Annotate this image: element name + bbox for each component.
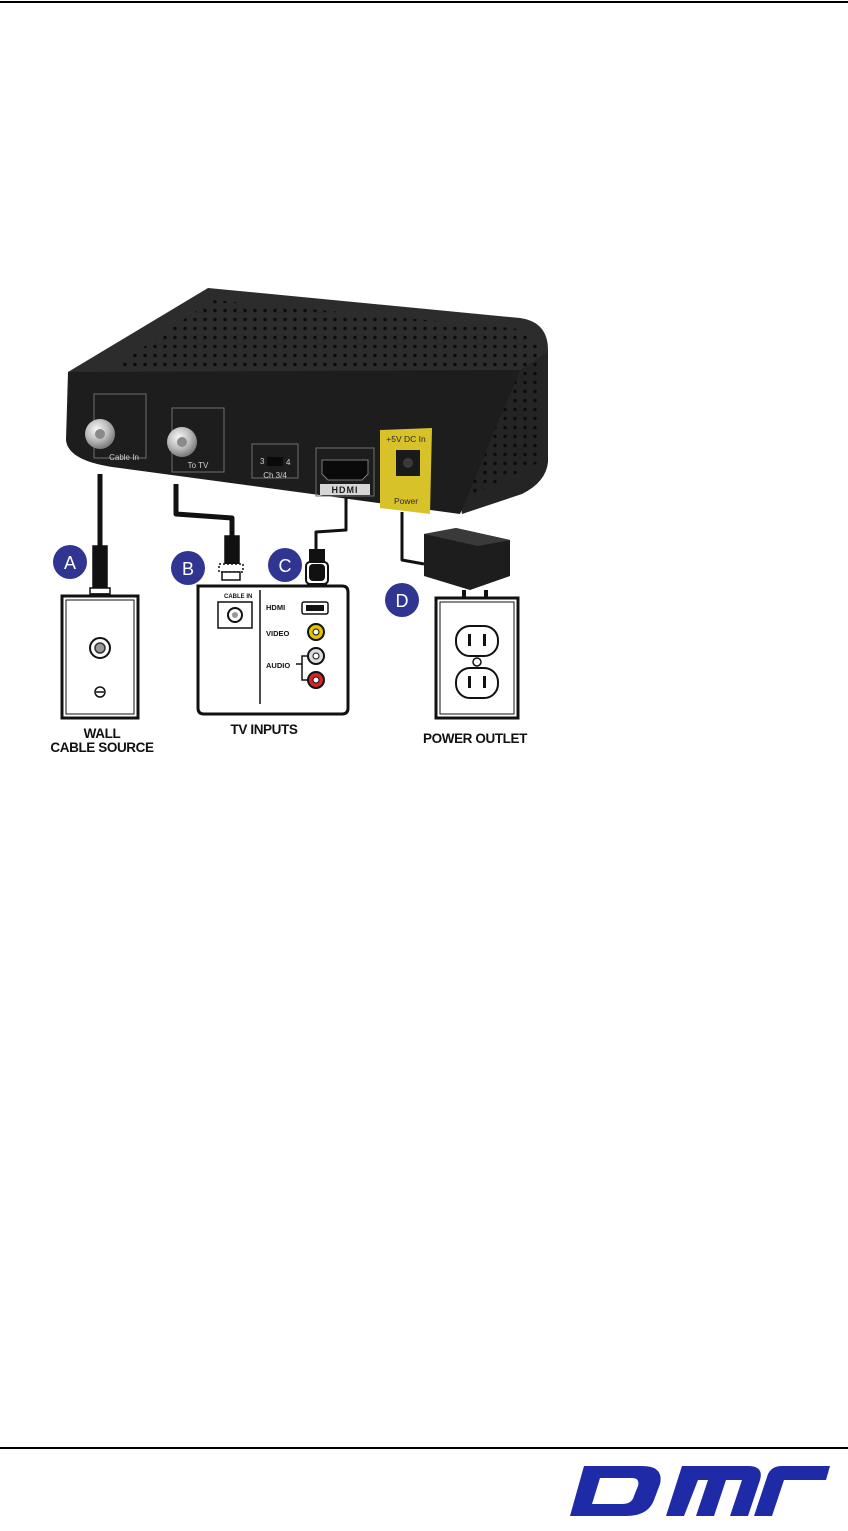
callout-d-label: D — [396, 591, 409, 611]
tv-video-label: VIDEO — [266, 629, 290, 638]
callout-c-label: C — [279, 556, 292, 576]
cable-b — [176, 484, 232, 536]
callout-c: C — [268, 548, 302, 582]
power-panel: +5V DC In Power — [380, 428, 432, 514]
callout-a-label: A — [64, 553, 76, 573]
to-tv-label: To TV — [188, 461, 209, 470]
cable-d — [402, 512, 424, 564]
switch-right-label: 4 — [286, 458, 291, 467]
channel-switch-label: Ch 3/4 — [263, 471, 287, 480]
callout-a: A — [53, 545, 87, 579]
cable-c — [316, 498, 346, 550]
callout-b: B — [171, 551, 205, 585]
switch-left-label: 3 — [260, 457, 265, 466]
tv-audio-label: AUDIO — [266, 661, 290, 670]
wall-label-line2: CABLE SOURCE — [50, 740, 154, 755]
wall-label-line1: WALL — [84, 726, 121, 741]
callout-d: D — [385, 583, 419, 617]
power-adapter — [424, 528, 510, 602]
cable-in-label: Cable In — [109, 453, 139, 462]
dmt-logo — [570, 1462, 832, 1520]
wall-cable-plate — [62, 596, 138, 718]
hdmi-port-label: HDMI — [332, 485, 359, 495]
tv-cable-in-label: CABLE IN — [224, 594, 252, 600]
cable-box — [66, 288, 548, 514]
power-outlet-label: POWER OUTLET — [423, 731, 528, 746]
tv-inputs-label: TV INPUTS — [231, 722, 298, 737]
connector-b — [219, 536, 243, 580]
connection-diagram: Cable In To TV 3 4 Ch 3/4 HDMI +5V DC In… — [0, 0, 848, 800]
tv-hdmi-label: HDMI — [266, 603, 285, 612]
dc-in-label: +5V DC In — [386, 434, 426, 444]
power-port-label: Power — [394, 496, 418, 506]
callout-b-label: B — [182, 559, 194, 579]
connector-a — [90, 546, 110, 600]
tv-inputs-panel: CABLE IN HDMI VIDEO AUDIO — [198, 586, 348, 714]
bottom-rule — [0, 1447, 848, 1449]
cable-box-front — [66, 370, 520, 514]
power-outlet — [436, 598, 518, 718]
